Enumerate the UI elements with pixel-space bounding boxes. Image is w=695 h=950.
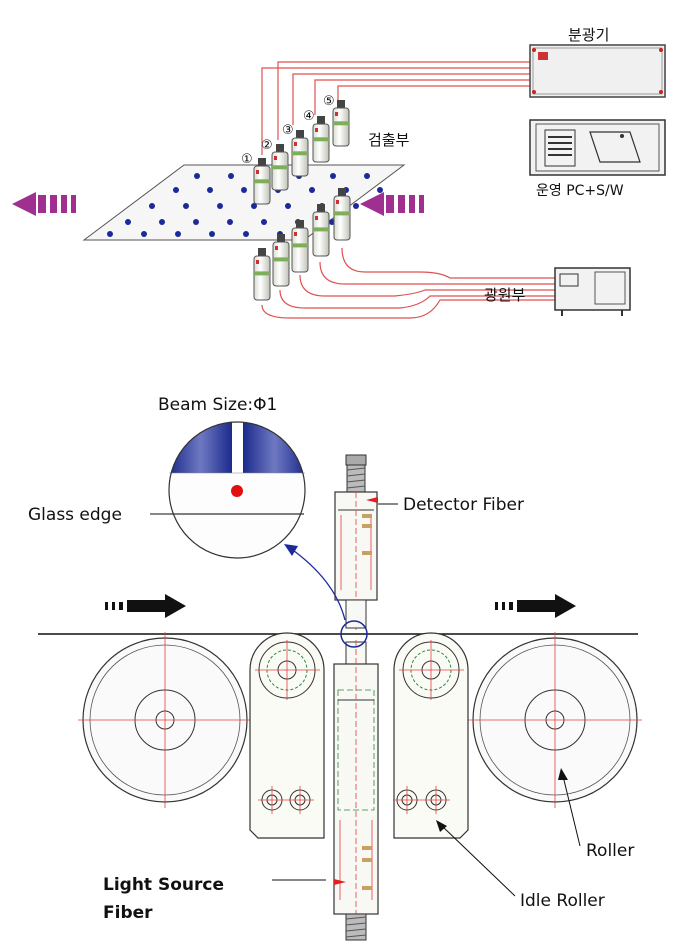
top-diagram: ① ② ③ ④ ⑤ 검출부 분광기 운영 PC+S/W	[12, 26, 666, 319]
detector-heads	[253, 100, 350, 205]
glass-dot	[241, 187, 247, 193]
right-roller	[468, 632, 642, 808]
light-source-fibers	[261, 247, 555, 319]
detector-fibers	[261, 61, 530, 155]
glass-dot	[227, 219, 233, 225]
spectrometer-label: 분광기	[568, 26, 609, 44]
bottom-diagram: Beam Size:Φ1 Glass edge Detector Fiber R…	[28, 395, 642, 941]
detector-head-3	[291, 130, 309, 177]
glass-dot	[173, 187, 179, 193]
beam-dot	[231, 485, 243, 497]
light-source-head-5	[333, 188, 351, 241]
roller-label: Roller	[586, 841, 634, 861]
light-source-head-1	[253, 248, 271, 301]
threaded-rods	[345, 454, 367, 466]
glass-dot	[377, 187, 383, 193]
light-source-device	[554, 267, 631, 316]
glass-dot	[183, 203, 189, 209]
glass-dot	[107, 231, 113, 237]
light-source-head-3	[291, 220, 309, 273]
glass-edge-label: Glass edge	[28, 505, 122, 525]
detector-label: 검출부	[368, 131, 410, 149]
light-source-fiber-probe	[333, 640, 379, 941]
detector-head-4	[312, 116, 330, 163]
beam-size-label: Beam Size:Φ1	[158, 395, 277, 415]
detector-number-2: ②	[261, 138, 273, 153]
idle-roller-label: Idle Roller	[520, 891, 605, 911]
light-source-fiber-label-line1: Light Source	[103, 875, 224, 895]
light-source-label: 광원부	[484, 286, 526, 304]
glass-dot	[209, 231, 215, 237]
pc-label: 운영 PC+S/W	[536, 183, 624, 199]
glass-dot	[285, 203, 291, 209]
light-source-fiber-label-line2: Fiber	[103, 903, 153, 923]
glass-dot	[217, 203, 223, 209]
left-arrow-icon	[12, 192, 76, 216]
detector-number-4: ④	[303, 109, 315, 124]
beam-spot-marker	[340, 620, 368, 648]
detector-fiber-probe	[334, 464, 378, 630]
detector-number-3: ③	[282, 123, 294, 138]
spectrometer-device	[529, 44, 666, 98]
glass-dot	[243, 231, 249, 237]
left-direction-arrow-icon	[105, 594, 186, 618]
detector-head-1	[253, 158, 271, 205]
glass-dot	[309, 187, 315, 193]
detector-fiber-label: Detector Fiber	[403, 495, 524, 515]
glass-dot	[193, 219, 199, 225]
detector-head-5	[332, 100, 350, 147]
light-source-head-2	[272, 234, 290, 287]
glass-dot	[125, 219, 131, 225]
glass-dot	[194, 173, 200, 179]
pc-device	[529, 119, 666, 176]
detector-number-5: ⑤	[323, 94, 335, 109]
left-roller	[78, 632, 252, 808]
right-idle-roller	[393, 632, 469, 839]
detector-head-2	[271, 144, 289, 191]
glass-dot	[228, 173, 234, 179]
glass-dot	[141, 231, 147, 237]
light-source-heads	[253, 188, 351, 301]
glass-dot	[159, 219, 165, 225]
glass-dot	[251, 203, 257, 209]
glass-dot	[330, 173, 336, 179]
beam-magnifier	[168, 421, 306, 559]
glass-dot	[353, 203, 359, 209]
left-idle-roller	[249, 632, 325, 839]
detector-number-1: ①	[241, 152, 253, 167]
glass-dot	[175, 231, 181, 237]
zoom-pointer-arrow	[289, 547, 346, 621]
glass-dot	[364, 173, 370, 179]
right-arrow-icon	[360, 192, 424, 216]
light-source-head-4	[312, 204, 330, 257]
glass-dot	[261, 219, 267, 225]
glass-plate	[82, 164, 406, 241]
glass-dot	[149, 203, 155, 209]
glass-dot	[207, 187, 213, 193]
right-direction-arrow-icon	[495, 594, 576, 618]
